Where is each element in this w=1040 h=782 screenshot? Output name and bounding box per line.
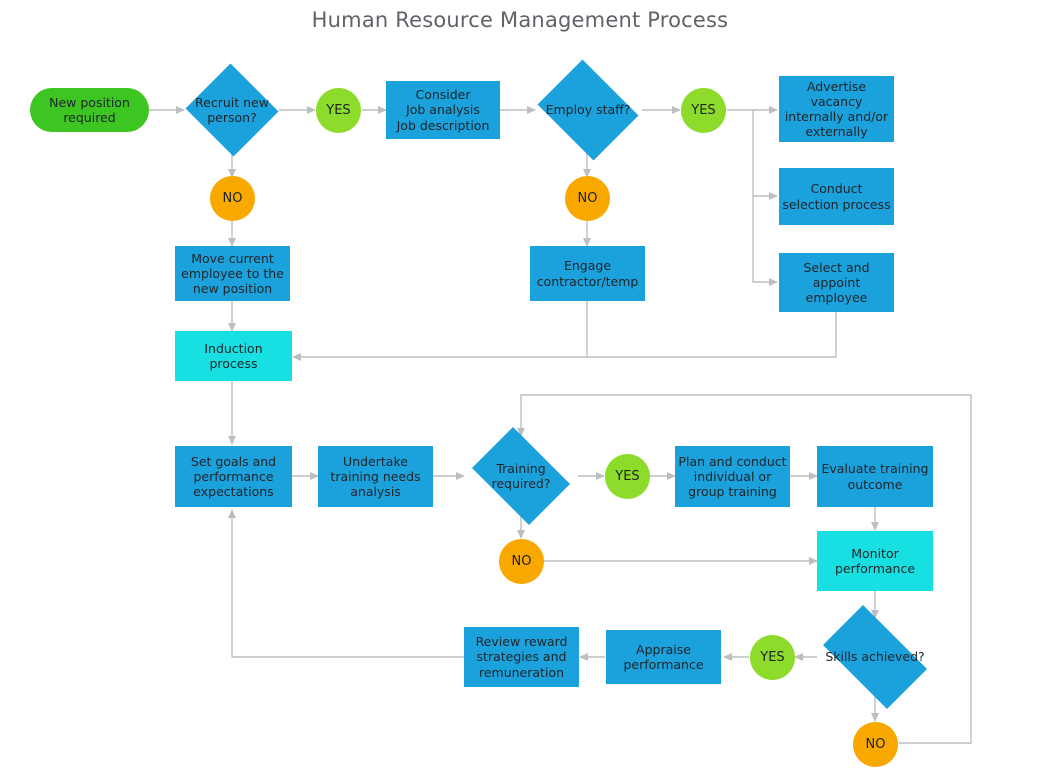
node-label: YES (691, 102, 716, 118)
node-label: NO (865, 736, 886, 752)
node-label: Monitor performance (834, 545, 916, 576)
connector-no-skills[interactable]: NO (853, 722, 898, 767)
node-conduct-selection-process[interactable]: Conduct selection process (779, 168, 894, 225)
node-employ-staff[interactable]: Employ staff? (532, 59, 644, 161)
node-label: Training required? (491, 460, 551, 491)
node-select-appoint-employee[interactable]: Select and appoint employee (779, 253, 894, 312)
node-engage-contractor-temp[interactable]: Engage contractor/temp (530, 246, 645, 301)
page-title: Human Resource Management Process (311, 8, 729, 32)
node-label: Conduct selection process (782, 181, 891, 212)
node-label: Skills achieved? (825, 649, 925, 665)
node-set-goals-performance[interactable]: Set goals and performance expectations (175, 446, 292, 507)
node-label: YES (326, 102, 351, 118)
node-advertise-vacancy[interactable]: Advertise vacancy internally and/or exte… (779, 76, 894, 142)
connector-paths (149, 106, 972, 744)
connector-yes-skills[interactable]: YES (750, 635, 795, 680)
node-label: Evaluate training outcome (821, 461, 929, 492)
node-label: Select and appoint employee (803, 259, 870, 306)
node-label: Set goals and performance expectations (190, 453, 277, 500)
node-label: Induction process (204, 340, 263, 371)
node-induction-process[interactable]: Induction process (175, 331, 292, 381)
node-label: Advertise vacancy internally and/or exte… (784, 78, 889, 140)
node-label: Review reward strategies and remuneratio… (475, 634, 568, 680)
node-appraise-performance[interactable]: Appraise performance (606, 630, 721, 684)
connector-yes-training[interactable]: YES (605, 454, 650, 499)
node-consider-job-analysis[interactable]: Consider Job analysis Job description (386, 81, 500, 139)
node-label: Engage contractor/temp (536, 258, 639, 289)
connector-yes-employ[interactable]: YES (681, 88, 726, 133)
connector-no-training[interactable]: NO (499, 539, 544, 584)
node-label: Appraise performance (623, 641, 704, 672)
node-label: NO (577, 190, 598, 206)
node-label: Consider Job analysis Job description (396, 87, 490, 133)
node-plan-conduct-training[interactable]: Plan and conduct individual or group tra… (675, 446, 790, 507)
node-evaluate-training-outcome[interactable]: Evaluate training outcome (817, 446, 933, 507)
node-skills-achieved[interactable]: Skills achieved? (811, 604, 939, 710)
node-label: Move current employee to the new positio… (181, 250, 284, 297)
node-label: Recruit new person? (195, 94, 269, 125)
node-undertake-training-needs[interactable]: Undertake training needs analysis (318, 446, 433, 507)
node-recruit-new-person[interactable]: Recruit new person? (184, 63, 280, 157)
node-move-current-employee[interactable]: Move current employee to the new positio… (175, 246, 290, 301)
node-label: Plan and conduct individual or group tra… (678, 453, 787, 500)
node-label: Employ staff? (545, 102, 631, 118)
connector-no-employ[interactable]: NO (565, 176, 610, 221)
node-label: YES (615, 468, 640, 484)
node-monitor-performance[interactable]: Monitor performance (817, 531, 933, 591)
node-label: YES (760, 649, 785, 665)
node-review-reward-strategies[interactable]: Review reward strategies and remuneratio… (464, 627, 579, 687)
node-training-required[interactable]: Training required? (464, 426, 578, 526)
node-label: NO (222, 190, 243, 206)
node-label: Undertake training needs analysis (330, 453, 421, 500)
connector-yes-recruit[interactable]: YES (316, 88, 361, 133)
node-new-position-required[interactable]: New position required (30, 88, 149, 132)
connector-no-recruit[interactable]: NO (210, 176, 255, 221)
node-label: NO (511, 553, 532, 569)
node-label: New position required (49, 94, 130, 125)
